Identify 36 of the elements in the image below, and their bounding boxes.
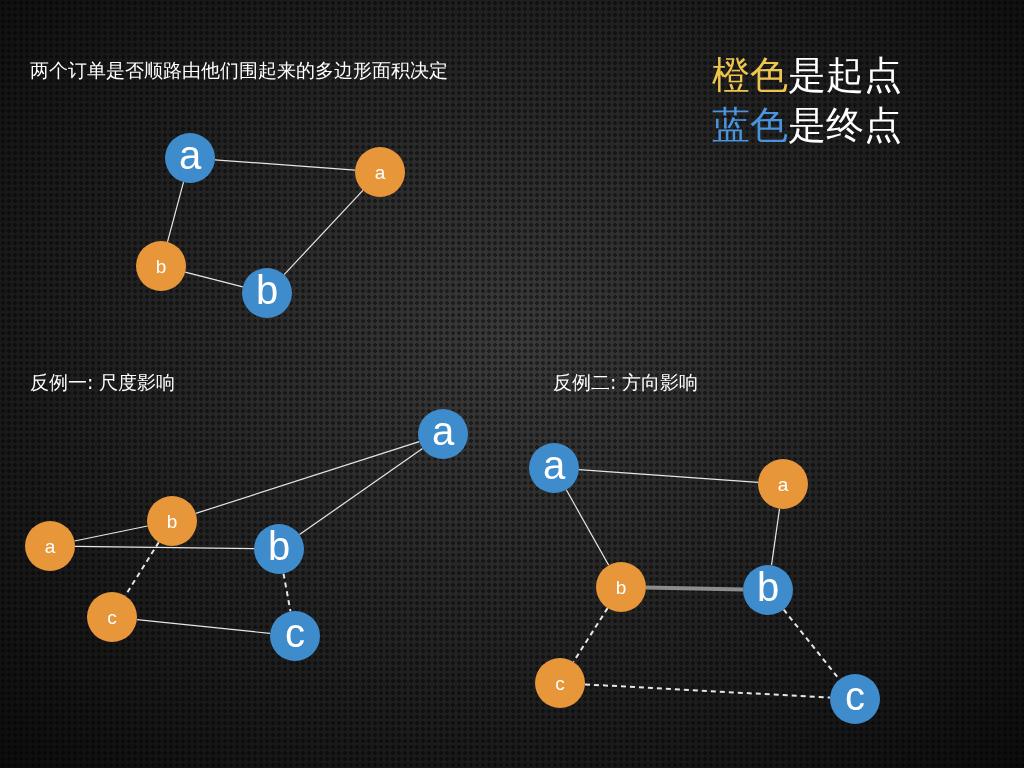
connecting-line	[283, 189, 364, 276]
heading: 两个订单是否顺路由他们围起来的多边形面积决定	[30, 58, 448, 83]
connecting-line	[770, 508, 781, 566]
end-point-circle: a	[165, 133, 215, 183]
end-point-circle: b	[254, 524, 304, 574]
connecting-line	[584, 683, 831, 699]
start-point-circle: b	[136, 241, 186, 291]
end-point-circle: c	[270, 611, 320, 661]
end-point-circle: a	[418, 409, 468, 459]
end-point-circle: b	[743, 565, 793, 615]
section-label: 反例一: 尺度影响	[30, 370, 176, 395]
connecting-line	[645, 585, 744, 592]
legend-text: 蓝色是终点	[712, 102, 902, 149]
end-point-circle: c	[830, 674, 880, 724]
connecting-line	[282, 572, 292, 613]
legend-text: 橙色是起点	[712, 52, 902, 99]
connecting-line	[298, 447, 424, 536]
connecting-line	[214, 159, 356, 171]
connecting-line	[136, 619, 271, 634]
connecting-line	[195, 441, 420, 514]
start-point-circle: a	[355, 147, 405, 197]
start-point-circle: c	[535, 658, 585, 708]
connecting-line	[184, 271, 244, 288]
start-point-circle: b	[596, 562, 646, 612]
end-point-circle: a	[529, 443, 579, 493]
connecting-line	[74, 545, 255, 550]
connecting-line	[578, 469, 759, 483]
connecting-line	[565, 489, 610, 566]
end-point-circle: b	[242, 268, 292, 318]
connecting-line	[73, 525, 149, 542]
start-point-circle: c	[87, 592, 137, 642]
start-point-circle: a	[25, 521, 75, 571]
start-point-circle: b	[147, 496, 197, 546]
connecting-line	[166, 181, 185, 243]
section-label: 反例二: 方向影响	[553, 370, 699, 395]
start-point-circle: a	[758, 459, 808, 509]
